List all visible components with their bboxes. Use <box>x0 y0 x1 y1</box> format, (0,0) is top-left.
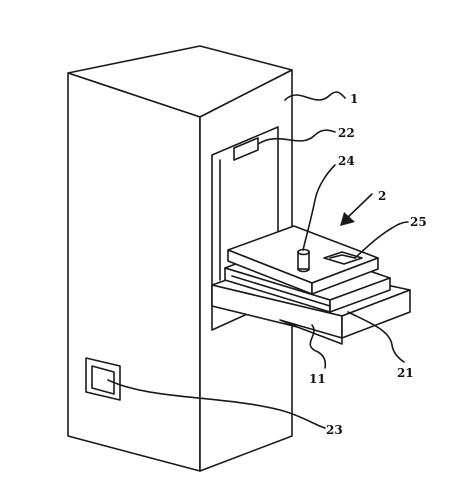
tray-underside <box>279 319 343 345</box>
platform-side <box>329 277 391 313</box>
leader-lines <box>107 91 409 429</box>
tray-side <box>341 289 411 339</box>
window-23 <box>85 357 121 401</box>
reference-labels: 1 22 2 24 25 21 11 23 <box>309 92 427 437</box>
arrowhead <box>340 212 355 226</box>
slot-inner <box>329 254 356 259</box>
platform-seam <box>231 275 331 307</box>
label-23: 23 <box>326 423 343 437</box>
label-25: 25 <box>410 215 427 229</box>
label-24: 24 <box>338 154 355 168</box>
leader-25 <box>354 221 409 259</box>
cabinet-front-face <box>67 72 201 472</box>
label-11: 11 <box>309 372 326 386</box>
leader-21 <box>347 311 405 363</box>
window-inner <box>91 365 115 395</box>
label-2: 2 <box>378 189 386 203</box>
cylinder-24 <box>297 248 310 273</box>
label-21: 21 <box>397 366 414 380</box>
arrow-2 <box>340 193 373 226</box>
slot-outline <box>323 251 363 265</box>
leader-23 <box>107 379 326 429</box>
leader-22 <box>257 129 336 145</box>
plate-side <box>311 257 379 295</box>
leader-1 <box>284 91 346 101</box>
leader-24 <box>302 164 336 251</box>
label-22: 22 <box>338 126 355 140</box>
slot-25 <box>323 251 363 265</box>
label-1: 1 <box>350 92 358 106</box>
leader-11 <box>309 324 327 369</box>
component-22 <box>233 137 259 161</box>
